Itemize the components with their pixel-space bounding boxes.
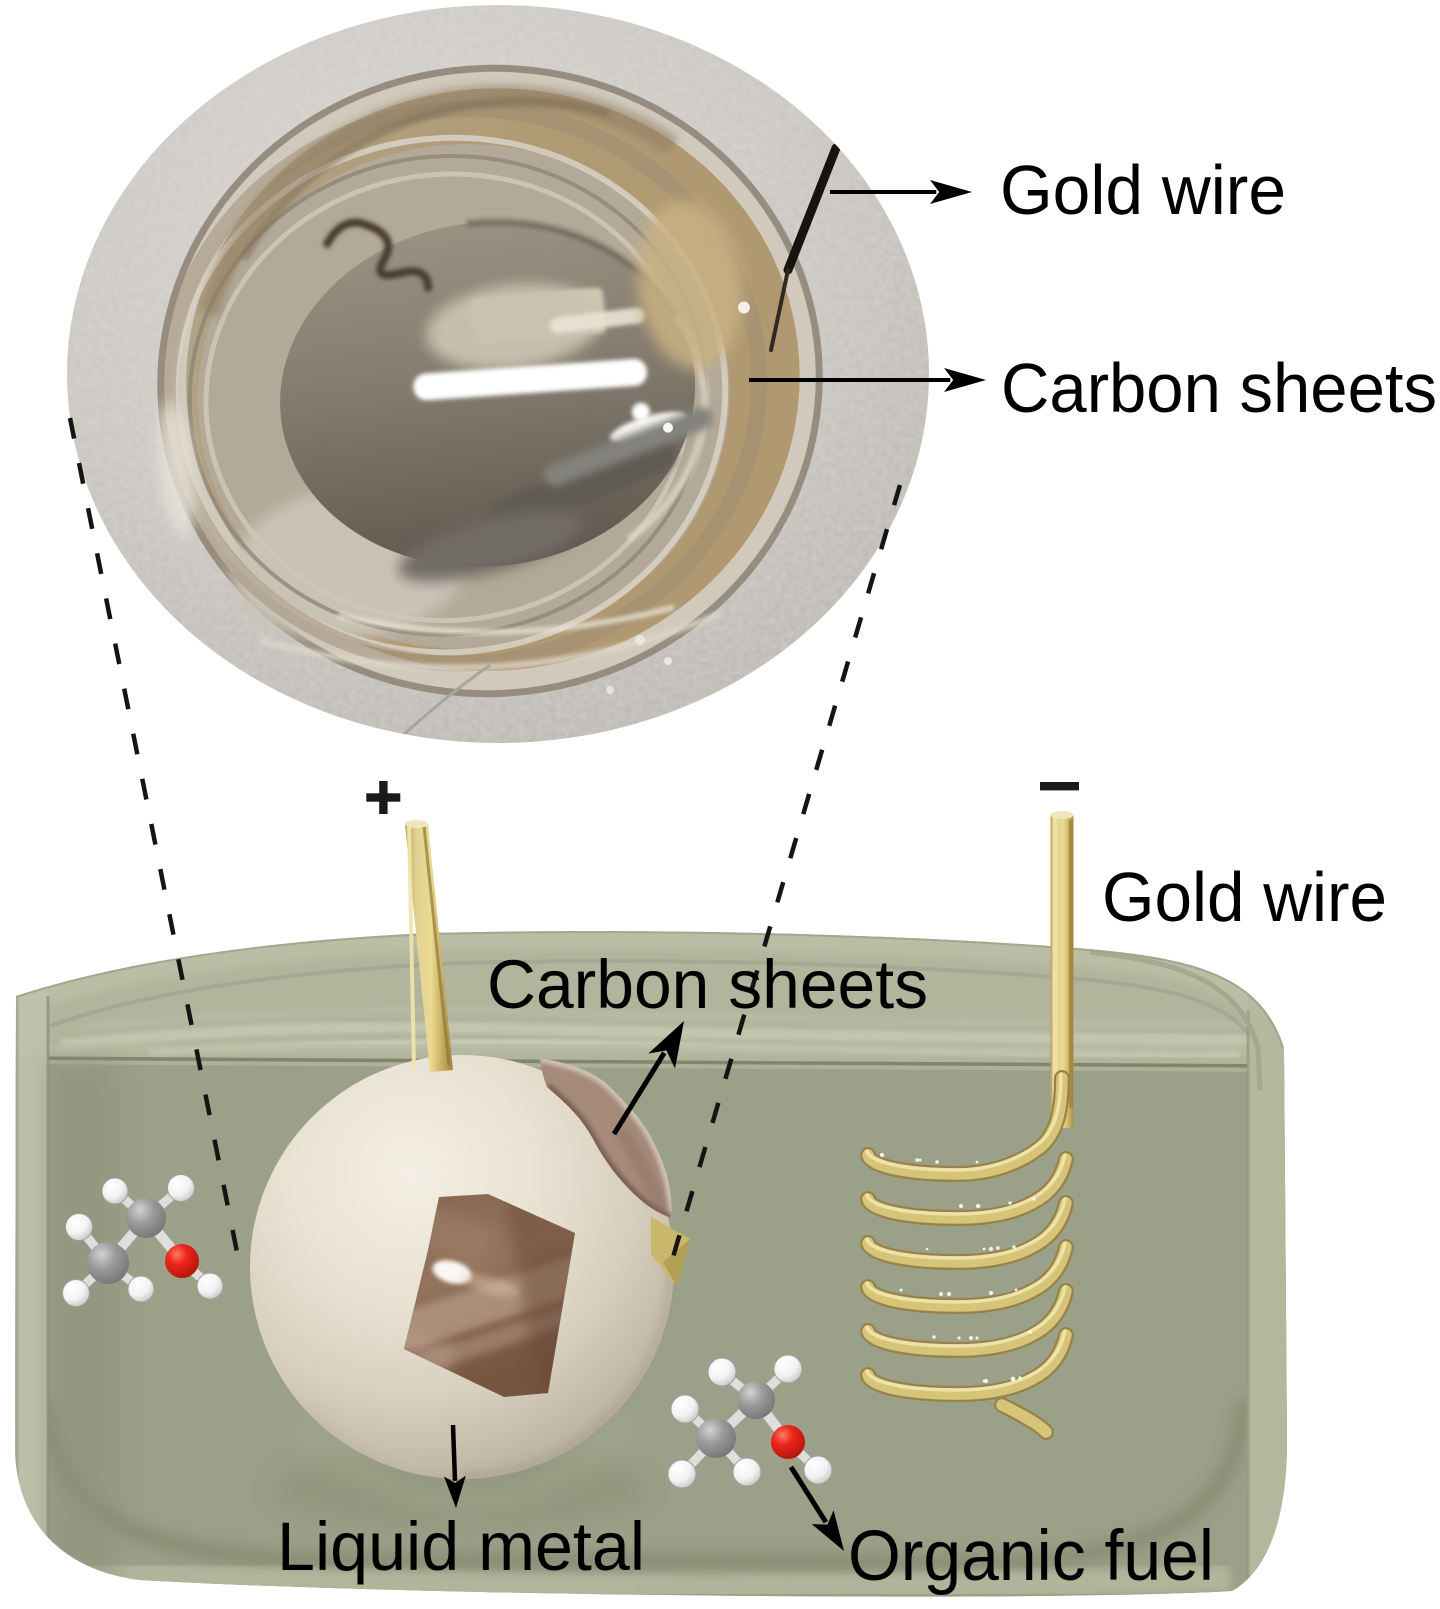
svg-text:Carbon sheets: Carbon sheets: [487, 946, 928, 1023]
svg-text:Carbon sheets: Carbon sheets: [1001, 349, 1437, 427]
svg-text:Gold wire: Gold wire: [1000, 151, 1286, 229]
svg-text:Organic fuel: Organic fuel: [848, 1517, 1214, 1596]
svg-text:Gold wire: Gold wire: [1102, 858, 1387, 936]
svg-text:Liquid metal: Liquid metal: [277, 1508, 645, 1585]
